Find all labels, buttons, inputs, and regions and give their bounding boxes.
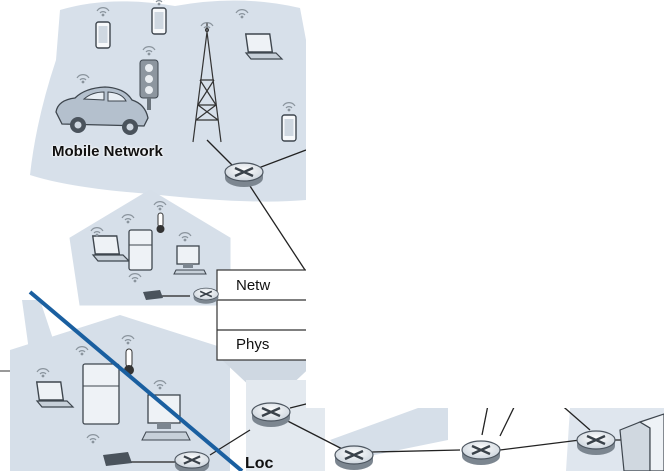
modem-icon [128,273,163,300]
traffic-light-icon [139,46,159,110]
car-icon [55,74,149,135]
router-icon [333,444,375,471]
cell-tower-icon [192,22,222,143]
router-icon [223,161,265,189]
router-icon [250,401,292,429]
thermometer-icon [153,201,167,233]
protocol-stack [216,269,320,361]
router-icon [173,450,211,471]
modem-icon [86,434,132,466]
physical-layer-label: Phys [236,336,270,353]
mobile-network-label: Mobile Network [52,143,163,160]
occlusion-panel [321,0,664,408]
router-icon [192,287,220,305]
phone-icon [151,7,167,35]
fridge-icon [75,346,120,425]
mobile-network-cloud [30,0,306,202]
desktop-icon [141,380,191,441]
router-icon [575,429,617,457]
phone-icon [281,114,297,142]
phone-icon [95,21,111,49]
server-icon [619,413,664,471]
fridge-icon [121,214,153,271]
router-icon [460,439,502,467]
desktop-icon [173,232,207,275]
network-layer-label: Netw [236,277,271,294]
diagonal-line [28,290,244,471]
local-network-label: Loc [245,455,274,472]
